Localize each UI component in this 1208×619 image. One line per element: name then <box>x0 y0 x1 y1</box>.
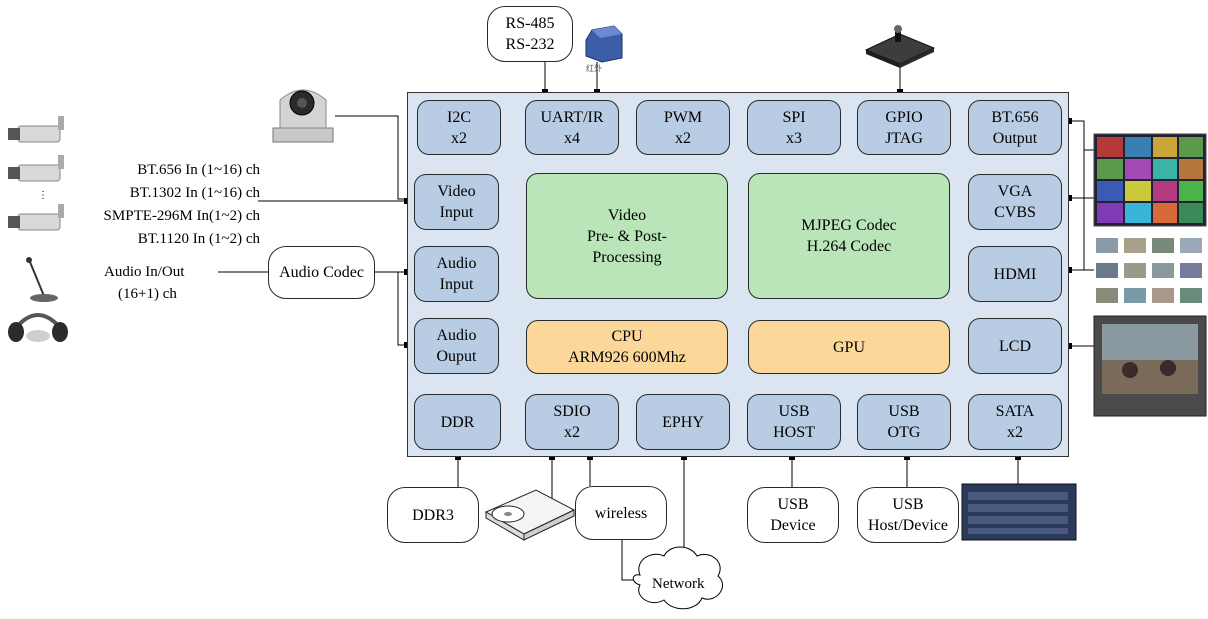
wireless-box: wireless <box>575 486 667 540</box>
usb-host-device-box: USB Host/Device <box>857 487 959 543</box>
lcd-monitor-icon <box>1093 315 1207 417</box>
video-input-block: Video Input <box>414 174 499 230</box>
sata-block: SATA x2 <box>968 394 1062 450</box>
audio-channels-label: (16+1) ch <box>118 286 177 302</box>
gpu-block: GPU <box>748 320 950 374</box>
pwm-block: PWM x2 <box>636 100 730 155</box>
sdio-block: SDIO x2 <box>525 394 619 450</box>
smpte-input-label: SMPTE-296M In(1~2) ch <box>103 208 260 224</box>
network-cloud <box>632 546 724 610</box>
rs485-rs232-box: RS-485 RS-232 <box>487 6 573 62</box>
bt656-output-block: BT.656 Output <box>968 100 1062 155</box>
svg-text:⋮: ⋮ <box>38 190 48 201</box>
ir-receiver-icon <box>585 25 623 63</box>
bt1302-input-label: BT.1302 In (1~16) ch <box>129 185 260 201</box>
ephy-block: EPHY <box>636 394 730 450</box>
lcd-block: LCD <box>968 318 1062 374</box>
storage-server-icon <box>961 483 1077 541</box>
audio-output-block: Audio Ouput <box>414 318 499 374</box>
soc-chip-board <box>407 92 1069 457</box>
bullet-cameras-icon: ⋮ <box>8 116 64 231</box>
audio-codec-box: Audio Codec <box>268 246 375 299</box>
multiview-monitor-icon <box>1093 133 1207 227</box>
codec-block: MJPEG Codec H.264 Codec <box>748 173 950 299</box>
gpio-jtag-block: GPIO JTAG <box>857 100 951 155</box>
vga-cvbs-block: VGA CVBS <box>968 174 1062 230</box>
joystick-controller-icon <box>864 25 936 68</box>
ddr3-box: DDR3 <box>387 487 479 543</box>
ddr-block: DDR <box>414 394 501 450</box>
i2c-block: I2C x2 <box>417 100 501 155</box>
network-label: Network <box>652 576 705 592</box>
usb-otg-block: USB OTG <box>857 394 951 450</box>
ptz-camera-icon <box>272 89 334 143</box>
video-processing-block: Video Pre- & Post- Processing <box>526 173 728 299</box>
audio-io-label: Audio In/Out <box>104 264 185 280</box>
bt656-input-label: BT.656 In (1~16) ch <box>137 162 260 178</box>
uart-ir-block: UART/IR x4 <box>525 100 619 155</box>
thumbnail-grid-icon <box>1096 238 1202 303</box>
bt1120-input-label: BT.1120 In (1~2) ch <box>137 231 260 247</box>
ir-tag-label: 红外 <box>586 64 602 73</box>
audio-input-block: Audio Input <box>414 246 499 302</box>
usb-host-block: USB HOST <box>747 394 841 450</box>
cpu-block: CPU ARM926 600Mhz <box>526 320 728 374</box>
headphones-icon <box>8 313 68 342</box>
usb-device-box: USB Device <box>747 487 839 543</box>
optical-drive-icon <box>484 489 576 541</box>
spi-block: SPI x3 <box>747 100 841 155</box>
microphone-icon <box>26 257 58 302</box>
hdmi-block: HDMI <box>968 246 1062 302</box>
